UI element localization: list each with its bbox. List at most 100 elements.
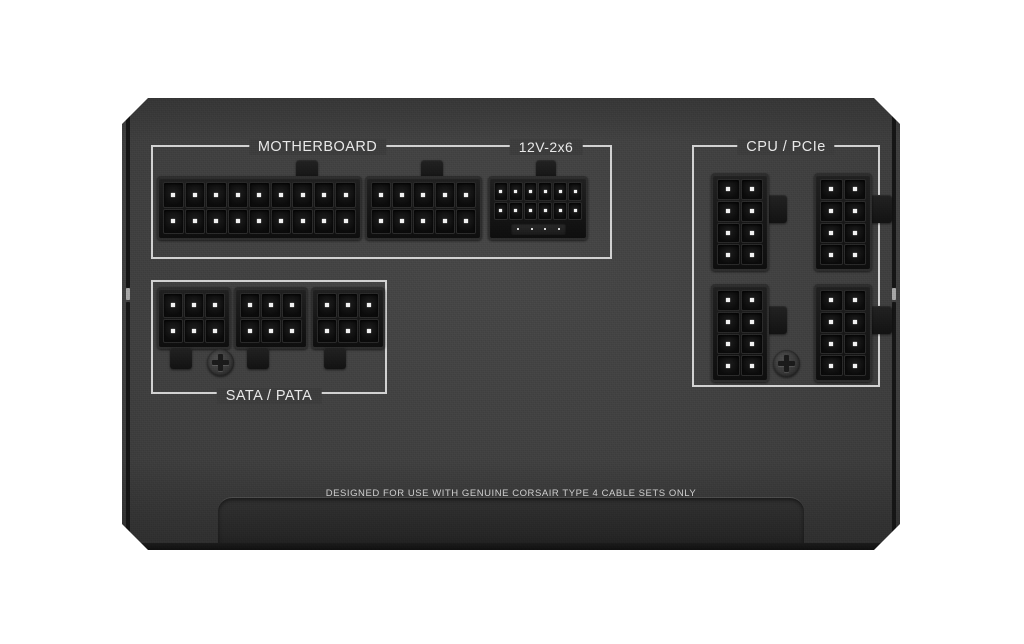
pin [820,200,843,222]
pin [740,290,763,311]
pin [282,293,302,318]
pin [717,290,740,311]
pin [184,182,206,208]
chassis-screw-sata-pata [207,349,234,376]
pin [335,182,356,208]
latch-tab-cpu-pcie-2 [870,195,892,223]
pin [820,244,843,265]
pin [163,293,183,318]
pin [820,311,843,333]
pin [740,355,763,376]
latch-tab-sata-pata-2 [247,347,269,369]
sense-pin [530,228,533,230]
chassis-seam-right-lower [892,302,896,534]
sense-pin [544,228,547,230]
pin [568,201,582,220]
cable-compatibility-notice: DESIGNED FOR USE WITH GENUINE CORSAIR TY… [325,488,697,499]
pin [717,333,740,355]
pin [282,318,302,343]
pin [843,200,866,222]
pin [494,182,508,201]
pin [538,201,553,220]
top-shadow-overlay [122,98,900,142]
pin [313,182,335,208]
pin [843,311,866,333]
connector-cpu-pcie-1[interactable] [711,173,769,271]
pin [184,293,204,318]
latch-tab-cpu-pcie-4 [870,306,892,334]
pin [292,182,313,208]
pin [843,244,866,265]
latch-tab-sata-pata-1 [170,347,192,369]
group-label-12v2x6: 12V-2x6 [509,139,583,155]
pin [317,318,337,343]
pin [338,293,358,318]
pin [163,182,184,208]
connector-cpu-pcie-2[interactable] [814,173,872,271]
pin [270,208,292,234]
pin [227,208,249,234]
chassis-seam-right-upper [892,114,896,288]
pin [494,201,508,220]
pin [205,293,225,318]
pin [740,222,763,244]
pin [359,293,379,318]
bottom-edge-strip [122,543,900,550]
psu-chassis-body: MOTHERBOARD 12V-2x6 CPU / PCIe SATA / PA… [122,98,900,550]
pin [508,182,523,201]
pin [205,318,225,343]
sense-pin [516,228,519,230]
pin [317,293,337,318]
connector-12v-2x6[interactable] [488,176,588,240]
connector-atx-10pin[interactable] [365,176,482,240]
pin [206,208,227,234]
pin [717,179,740,200]
pin [227,182,249,208]
pin [249,208,270,234]
chassis-seam-left-upper [126,114,130,288]
connector-cpu-pcie-3[interactable] [711,284,769,382]
pin [523,201,538,220]
pin [249,182,270,208]
bottom-recess-panel [218,497,804,550]
pin [717,200,740,222]
pin [240,293,260,318]
pin [292,208,313,234]
pin [553,182,568,201]
latch-tab-sata-pata-3 [324,347,346,369]
pin [740,333,763,355]
chassis-notch-right [892,288,896,300]
pin [434,182,455,208]
pin [717,355,740,376]
connector-sata-pata-3[interactable] [311,287,385,349]
pin [820,333,843,355]
group-label-motherboard: MOTHERBOARD [248,139,387,155]
sense-pin [558,228,561,230]
pin [717,311,740,333]
latch-tab-cpu-pcie-1 [767,195,787,223]
pin [820,222,843,244]
pin [371,208,392,234]
pin [820,179,843,200]
pin [413,208,434,234]
pin [843,179,866,200]
pin [538,182,553,201]
pin [184,208,206,234]
pin [163,208,184,234]
connector-atx-18pin[interactable] [157,176,362,240]
group-label-cpu-pcie: CPU / PCIe [737,139,835,155]
pin [740,200,763,222]
pin [338,318,358,343]
pin [240,318,260,343]
pin [843,333,866,355]
pin [392,208,413,234]
connector-sata-pata-1[interactable] [157,287,231,349]
pin [184,318,204,343]
connector-cpu-pcie-4[interactable] [814,284,872,382]
pin [843,355,866,376]
pin [371,182,392,208]
chassis-screw-cpu-pcie [773,350,800,377]
pin [523,182,538,201]
connector-sata-pata-2[interactable] [234,287,308,349]
